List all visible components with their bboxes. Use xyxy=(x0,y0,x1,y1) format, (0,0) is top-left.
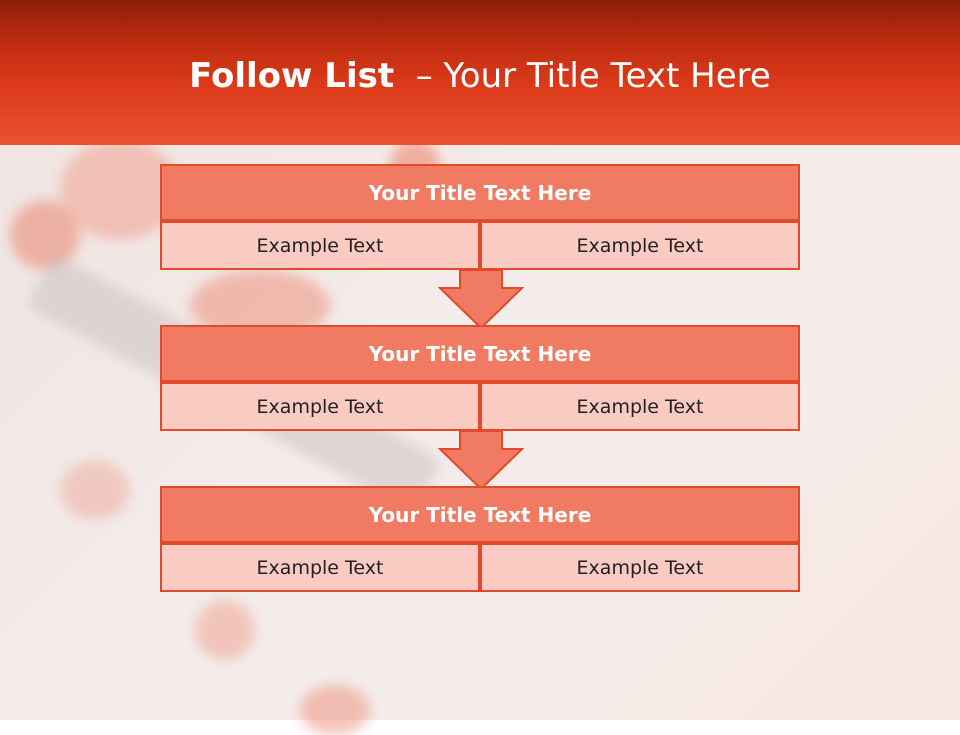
block-cell-right: Example Text xyxy=(480,382,800,431)
block-cell-right: Example Text xyxy=(480,543,800,592)
slide-title-rest: – Your Title Text Here xyxy=(415,56,771,96)
background-flower xyxy=(10,200,80,270)
block-cell-left: Example Text xyxy=(160,382,480,431)
block-cell-right: Example Text xyxy=(480,221,800,270)
title-bar xyxy=(0,0,960,145)
down-arrow-icon xyxy=(438,431,524,491)
background-flower xyxy=(60,460,130,520)
background-flower xyxy=(195,600,255,660)
block-cell-left: Example Text xyxy=(160,543,480,592)
slide-title-bold: Follow List xyxy=(189,56,395,96)
block-title: Your Title Text Here xyxy=(160,325,800,382)
block-cell-left: Example Text xyxy=(160,221,480,270)
down-arrow-icon xyxy=(438,270,524,330)
slide-title: Follow List – Your Title Text Here xyxy=(0,56,960,96)
block-title: Your Title Text Here xyxy=(160,164,800,221)
block-title: Your Title Text Here xyxy=(160,486,800,543)
background-flower xyxy=(300,685,370,735)
